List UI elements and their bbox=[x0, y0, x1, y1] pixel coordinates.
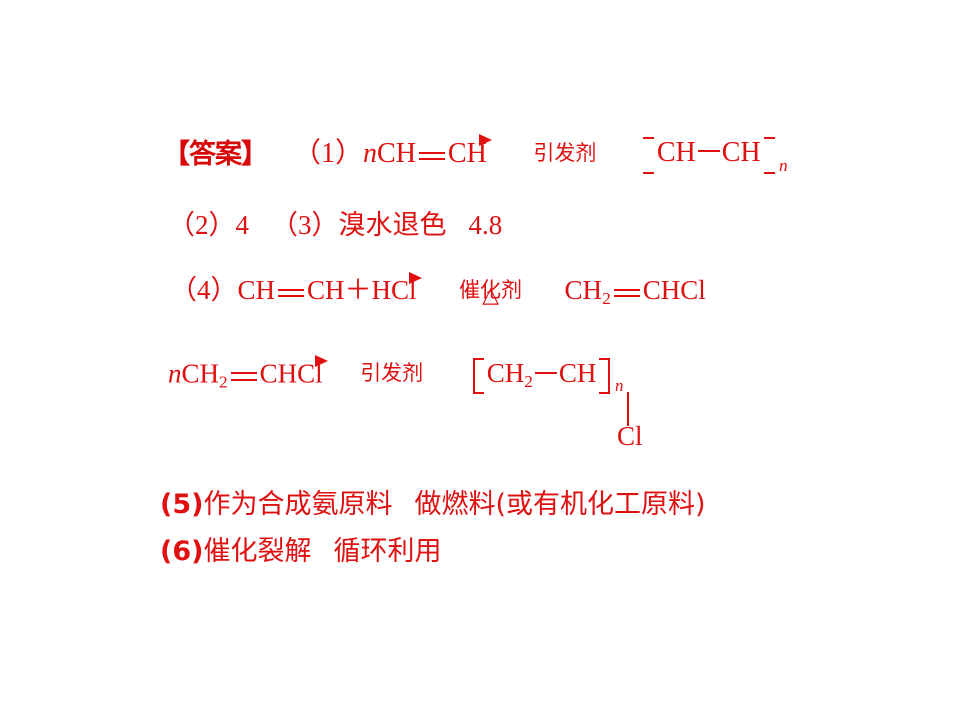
polymer-1-unit-right: CH bbox=[721, 136, 761, 168]
bracket-left-icon bbox=[472, 358, 484, 395]
bracket-right-icon bbox=[599, 358, 611, 395]
equation-1-n-prefix: n bbox=[363, 138, 378, 169]
equation-4b-reactant-right: CHCl bbox=[259, 358, 323, 389]
reaction-arrow-4-above: 催化剂 bbox=[459, 277, 523, 302]
equation-4-product-left: CH bbox=[564, 275, 603, 305]
vertical-bond-icon bbox=[627, 392, 629, 426]
single-bond-icon bbox=[534, 371, 557, 374]
polymer-pvc-unit-a: CH bbox=[486, 358, 525, 388]
polymer-pvc-branch-label: Cl bbox=[617, 421, 643, 451]
equation-1-number: （1） bbox=[293, 138, 364, 169]
reaction-arrow-1: 引发剂 bbox=[491, 139, 639, 173]
polymer-pvc-unit-a-sub: 2 bbox=[524, 371, 533, 391]
reaction-arrow-4: 催化剂 △ bbox=[421, 277, 561, 309]
equation-4b-reactant-left-sub: 2 bbox=[219, 372, 228, 392]
q3-extra: 4.8 bbox=[468, 210, 503, 240]
equation-1-reactant-left: CH bbox=[377, 138, 416, 169]
answer-line-2-3: （2）4 （3）溴水退色 4.8 bbox=[168, 203, 502, 242]
reaction-arrow-4b-above: 引发剂 bbox=[360, 361, 424, 386]
q5-answer-b: 做燃料(或有机化工原料) bbox=[414, 489, 706, 520]
q6-answer-a: 催化裂解 bbox=[203, 536, 312, 567]
q2-value: 4 bbox=[235, 210, 250, 240]
polymer-1-unit-left: CH bbox=[656, 136, 696, 168]
reaction-arrow-1-above: 引发剂 bbox=[533, 141, 597, 166]
equation-4-reactant-right: CH bbox=[307, 275, 345, 305]
polymer-unit-1: CH CH n bbox=[642, 136, 788, 175]
bracket-right-icon bbox=[763, 136, 775, 175]
q2-number: （2） bbox=[168, 210, 236, 240]
equation-4-product-left-sub: 2 bbox=[602, 288, 611, 308]
polymer-1-body: CH CH bbox=[657, 137, 761, 169]
q5-answer-a: 作为合成氨原料 bbox=[203, 489, 393, 520]
answer-line-6: (6)催化裂解循环利用 bbox=[160, 529, 441, 568]
polymer-pvc-subscript: n bbox=[614, 376, 624, 396]
equation-4-number: （4） bbox=[170, 275, 238, 305]
q6-number: (6) bbox=[160, 536, 204, 567]
equation-4b-reactant-left: CH bbox=[181, 358, 220, 389]
double-bond-icon bbox=[230, 367, 257, 386]
equation-4b-n-prefix: n bbox=[168, 358, 182, 389]
reaction-arrow-4b: 引发剂 bbox=[327, 360, 457, 392]
single-bond-icon bbox=[697, 150, 720, 153]
polymer-pvc-unit-b: CH bbox=[558, 358, 597, 388]
q5-number: (5) bbox=[160, 489, 204, 520]
q3-number: （3） bbox=[271, 210, 339, 240]
q6-answer-b: 循环利用 bbox=[333, 536, 442, 567]
triple-bond-icon bbox=[278, 283, 305, 302]
polymer-1-subscript: n bbox=[778, 156, 788, 176]
bracket-left-icon bbox=[642, 136, 654, 175]
triple-bond-icon bbox=[418, 146, 445, 166]
reaction-arrow-4-below: △ bbox=[482, 281, 500, 307]
q3-value: 溴水退色 bbox=[338, 210, 447, 241]
double-bond-icon bbox=[613, 283, 640, 302]
equation-4-plus: ＋ bbox=[344, 275, 372, 305]
equation-4-reactant-left: CH bbox=[237, 275, 276, 305]
answer-label: 【答案】 bbox=[163, 139, 268, 170]
answer-line-5: (5)作为合成氨原料做燃料(或有机化工原料) bbox=[160, 482, 706, 521]
equation-4-product-right: CHCl bbox=[642, 275, 706, 305]
